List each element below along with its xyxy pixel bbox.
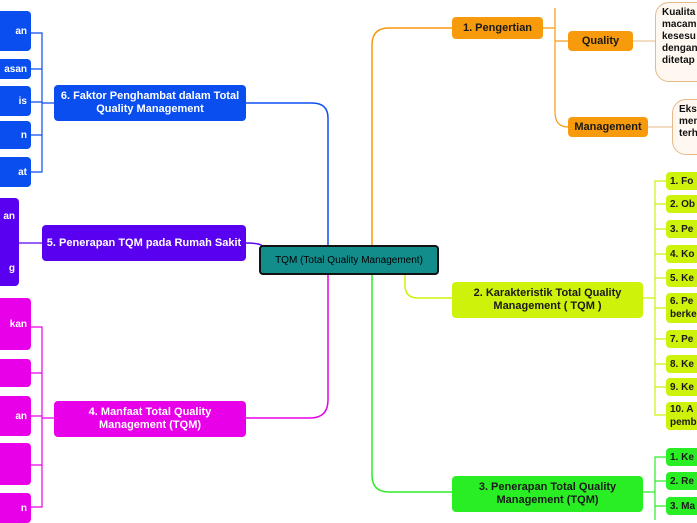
link-karakteristik bbox=[404, 275, 452, 299]
link-penerapan bbox=[371, 275, 452, 493]
penghambat-item[interactable]: at bbox=[0, 157, 31, 187]
topic-management[interactable]: Management bbox=[568, 117, 648, 137]
central-topic[interactable]: TQM (Total Quality Management) bbox=[259, 245, 439, 275]
manfaat-item[interactable]: an bbox=[0, 396, 31, 436]
branch-pengertian[interactable]: 1. Pengertian bbox=[452, 17, 543, 39]
karakteristik-item[interactable]: 1. Fo bbox=[666, 172, 697, 190]
penerapan-item[interactable]: 2. Re bbox=[666, 472, 697, 490]
manfaat-item[interactable] bbox=[0, 443, 31, 485]
penghambat-item[interactable]: is bbox=[0, 86, 31, 116]
karakteristik-item[interactable]: 5. Ke bbox=[666, 269, 697, 287]
karakteristik-item[interactable]: 9. Ke bbox=[666, 378, 697, 396]
branch-penerapan-rumah-sakit[interactable]: 5. Penerapan TQM pada Rumah Sakit bbox=[42, 225, 246, 261]
manfaat-item[interactable]: n bbox=[0, 493, 31, 523]
link-pengertian bbox=[371, 27, 452, 247]
note-quality: Kualita macam kesesu dengan ditetap bbox=[655, 2, 697, 82]
penghambat-item[interactable]: asan bbox=[0, 59, 31, 79]
branch-faktor-penghambat[interactable]: 6. Faktor Penghambat dalam Total Quality… bbox=[54, 85, 246, 121]
note-management: Ekse men terh bbox=[672, 99, 697, 155]
karakteristik-item[interactable]: 4. Ko bbox=[666, 245, 697, 263]
rumah-sakit-item[interactable]: an g bbox=[0, 198, 19, 286]
karakteristik-item[interactable]: 10. A pemb bbox=[666, 402, 697, 430]
penerapan-item[interactable]: 1. Ke bbox=[666, 448, 697, 466]
link-manfaat bbox=[246, 247, 329, 419]
topic-quality[interactable]: Quality bbox=[568, 31, 633, 51]
karakteristik-item[interactable]: 3. Pe bbox=[666, 220, 697, 238]
karakteristik-item[interactable]: 6. Pe berke bbox=[666, 293, 697, 323]
penghambat-item[interactable]: an bbox=[0, 11, 31, 51]
karakteristik-item[interactable]: 7. Pe bbox=[666, 330, 697, 348]
branch-manfaat[interactable]: 4. Manfaat Total Quality Management (TQM… bbox=[54, 401, 246, 437]
manfaat-item[interactable] bbox=[0, 359, 31, 387]
link-penghambat bbox=[246, 102, 329, 247]
branch-penerapan[interactable]: 3. Penerapan Total Quality Management (T… bbox=[452, 476, 643, 512]
karakteristik-item[interactable]: 8. Ke bbox=[666, 355, 697, 373]
manfaat-item[interactable]: kan bbox=[0, 298, 31, 350]
penerapan-item[interactable]: 3. Ma bbox=[666, 497, 697, 515]
branch-karakteristik[interactable]: 2. Karakteristik Total Quality Managemen… bbox=[452, 282, 643, 318]
penghambat-item[interactable]: n bbox=[0, 121, 31, 149]
karakteristik-item[interactable]: 2. Ob bbox=[666, 195, 697, 213]
